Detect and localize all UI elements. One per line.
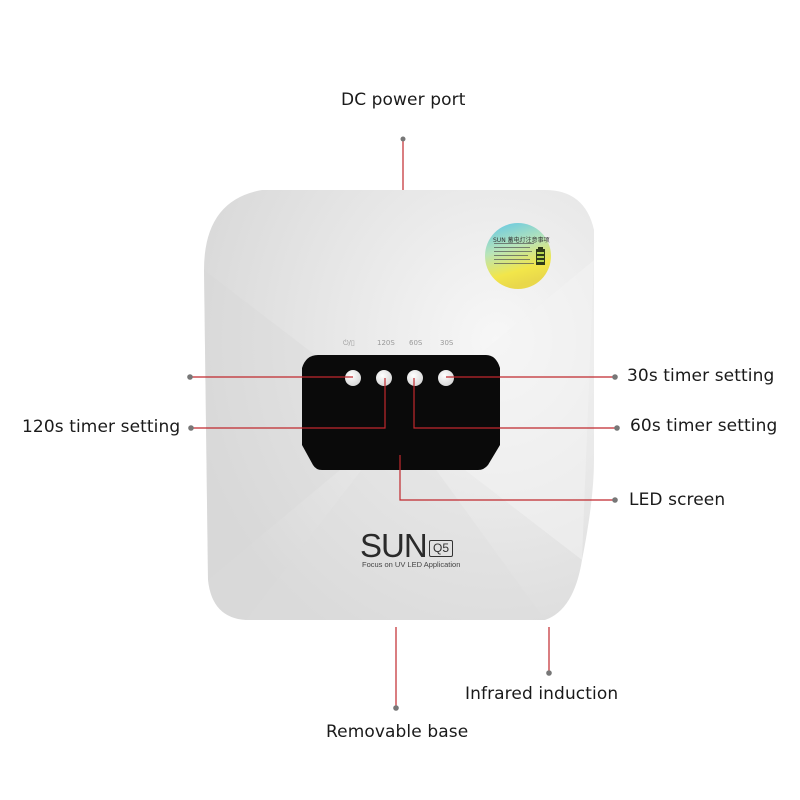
battery-icon bbox=[536, 247, 545, 265]
60s-button bbox=[407, 370, 423, 386]
callout-led-screen: LED screen bbox=[629, 490, 726, 510]
power-button bbox=[345, 370, 361, 386]
model-badge: Q5 bbox=[429, 540, 453, 557]
sticker-title: SUN 蓄电灯注意事项 bbox=[493, 237, 550, 244]
callout-30s-timer: 30s timer setting bbox=[627, 366, 775, 386]
brand-tagline: Focus on UV LED Application bbox=[362, 560, 461, 569]
callout-dc-power-port: DC power port bbox=[341, 90, 466, 110]
callout-120s-timer: 120s timer setting bbox=[22, 417, 181, 437]
callout-60s-timer: 60s timer setting bbox=[630, 416, 778, 436]
120s-label: 120S bbox=[377, 339, 395, 347]
30s-button bbox=[438, 370, 454, 386]
callout-infrared-induction: Infrared induction bbox=[465, 684, 619, 704]
power-battery-label: ⏻/▯ bbox=[343, 339, 355, 347]
60s-label: 60S bbox=[409, 339, 423, 347]
led-screen bbox=[302, 355, 500, 470]
brand-logo: SUN bbox=[360, 527, 428, 564]
120s-button bbox=[376, 370, 392, 386]
30s-label: 30S bbox=[440, 339, 454, 347]
callout-removable-base: Removable base bbox=[326, 722, 469, 742]
